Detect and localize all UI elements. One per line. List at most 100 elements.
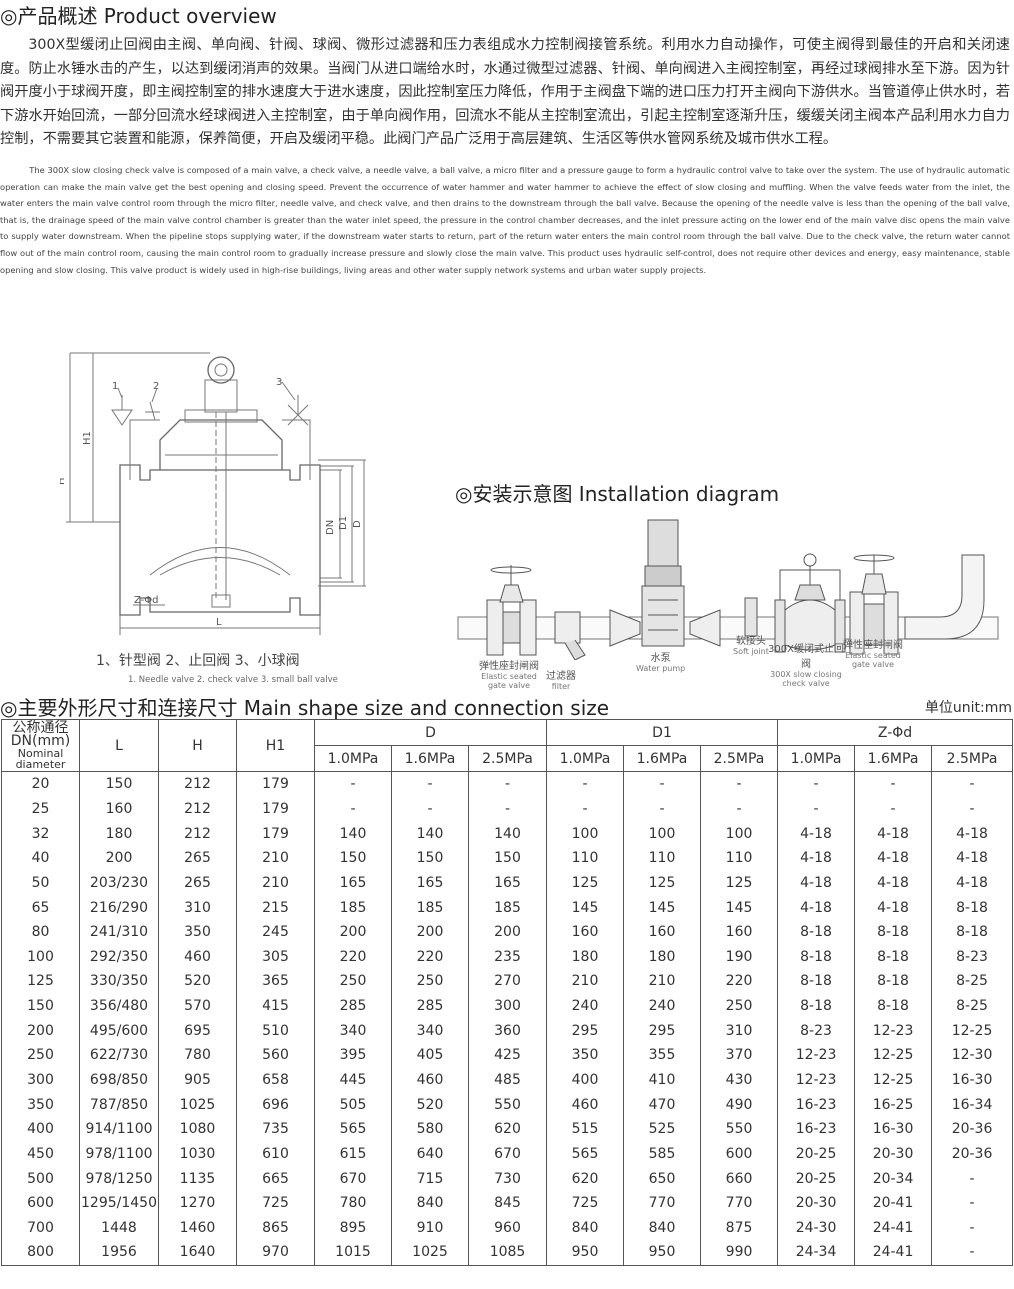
table-cell: 570: [158, 993, 237, 1019]
table-cell: 12-25: [854, 1067, 933, 1093]
table-cell: 845: [467, 1190, 548, 1216]
table-cell: 415: [236, 993, 315, 1019]
callout-3: 3: [276, 377, 282, 388]
table-cell: 80: [1, 919, 80, 945]
table-cell: 787/850: [79, 1092, 159, 1117]
table-cell: 212: [158, 821, 237, 846]
table-cell: 1080: [158, 1116, 237, 1142]
table-cell: 145: [700, 895, 779, 920]
table-cell: 216/290: [79, 895, 159, 920]
table-cell: 550: [467, 1092, 548, 1117]
table-cell: 145: [623, 895, 702, 920]
table-cell: 730: [467, 1166, 548, 1191]
table-cell: 1025: [158, 1092, 237, 1117]
col-head-D1: D1: [546, 719, 779, 746]
valve-legend-cn: 1、针型阀 2、止回阀 3、小球阀: [96, 653, 300, 669]
table-cell: 620: [546, 1166, 625, 1191]
table-cell: 360: [467, 1018, 548, 1044]
pressure-head: 1.6MPa: [391, 745, 469, 772]
table-cell: 12-23: [777, 1043, 856, 1068]
table-cell: 65: [1, 895, 80, 920]
table-cell: 515: [546, 1116, 625, 1142]
table-cell: 16-25: [854, 1092, 933, 1117]
table-cell: 585: [623, 1141, 702, 1167]
table-cell: 150: [1, 993, 80, 1019]
table-cell: -: [931, 1166, 1014, 1191]
table-cell: 4-18: [854, 895, 933, 920]
table-cell: 220: [314, 944, 392, 970]
table-cell: 8-18: [777, 944, 856, 970]
table-cell: 950: [546, 1240, 625, 1266]
dim-H1: H1: [82, 431, 93, 445]
table-cell: 978/1100: [79, 1141, 159, 1167]
table-cell: -: [931, 796, 1014, 822]
table-cell: 20-30: [777, 1190, 856, 1216]
table-cell: -: [854, 771, 933, 797]
table-cell: 16-23: [777, 1092, 856, 1117]
table-cell: 16-34: [931, 1092, 1014, 1117]
table-cell: 110: [623, 845, 702, 871]
table-cell: -: [931, 1240, 1014, 1266]
table-cell: 185: [467, 895, 548, 920]
table-cell: 210: [546, 969, 625, 994]
table-cell: 4-18: [777, 821, 856, 846]
table-cell: 100: [623, 821, 702, 846]
table-cell: 8-25: [931, 993, 1014, 1019]
table-cell: 8-18: [777, 919, 856, 945]
dim-D1: D1: [338, 516, 349, 530]
table-cell: 150: [79, 771, 159, 797]
table-cell: -: [391, 796, 469, 822]
table-cell: 241/310: [79, 919, 159, 945]
col-head-H1: H1: [236, 719, 315, 772]
table-cell: 24-41: [854, 1240, 933, 1266]
table-cell: 200: [1, 1018, 80, 1044]
table-cell: 356/480: [79, 993, 159, 1019]
table-cell: 660: [700, 1166, 779, 1191]
table-cell: 365: [236, 969, 315, 994]
table-cell: 460: [158, 944, 237, 970]
table-cell: 295: [546, 1018, 625, 1044]
table-cell: 520: [391, 1092, 469, 1117]
table-cell: -: [623, 771, 702, 797]
unit-label: 单位unit:mm: [924, 700, 1012, 716]
col-head-H: H: [158, 719, 237, 772]
table-cell: 16-30: [931, 1067, 1014, 1093]
table-cell: 1640: [158, 1240, 237, 1266]
table-cell: 725: [236, 1190, 315, 1216]
overview-title: ◎产品概述 Product overview: [0, 4, 277, 28]
col-head-D: D: [313, 719, 548, 746]
table-cell: 220: [391, 944, 469, 970]
dim-DN: DN: [325, 520, 336, 535]
table-cell: 20-41: [854, 1190, 933, 1216]
table-cell: 270: [467, 969, 548, 994]
table-cell: 212: [158, 771, 237, 797]
table-cell: 305: [236, 944, 315, 970]
table-cell: 615: [314, 1141, 392, 1167]
table-cell: 40: [1, 845, 80, 871]
table-cell: 400: [546, 1067, 625, 1093]
installation-title: ◎安装示意图 Installation diagram: [455, 482, 780, 506]
table-cell: -: [931, 1215, 1014, 1241]
table-cell: 696: [236, 1092, 315, 1117]
callout-2: 2: [153, 381, 159, 392]
table-cell: 20: [1, 771, 80, 797]
table-cell: 905: [158, 1067, 237, 1093]
table-cell: 990: [700, 1240, 779, 1266]
table-cell: 200: [79, 845, 159, 871]
callout-1: 1: [112, 381, 118, 392]
table-cell: 310: [700, 1018, 779, 1044]
table-cell: 1448: [79, 1215, 159, 1241]
table-cell: 622/730: [79, 1043, 159, 1068]
